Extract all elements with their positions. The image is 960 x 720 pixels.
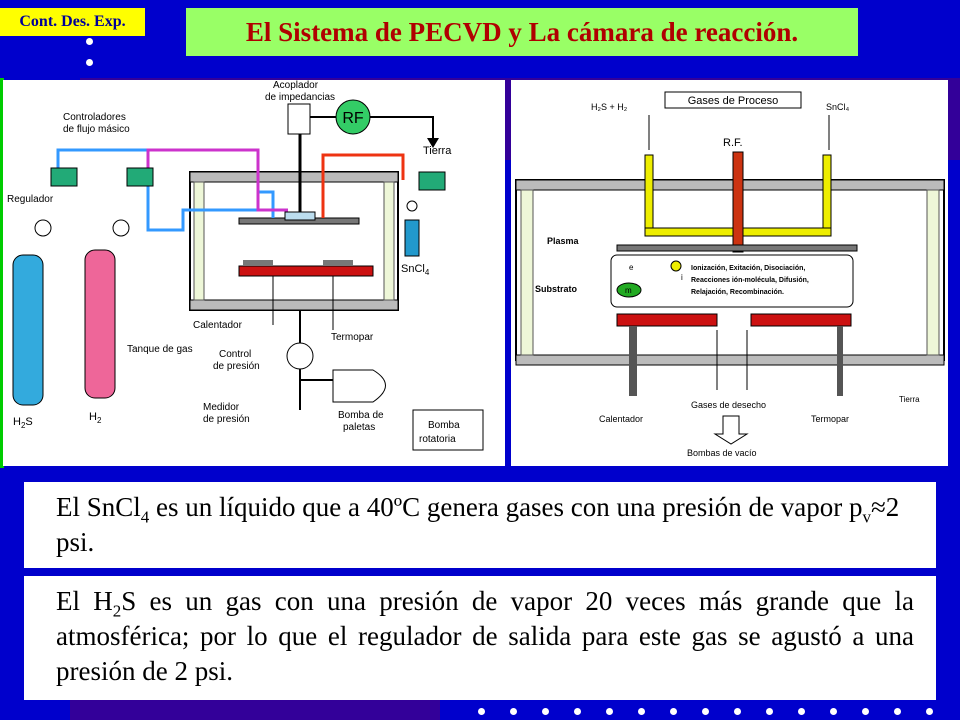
- regulador-label: Regulador: [7, 194, 54, 205]
- bullet-dot: [638, 708, 645, 715]
- paragraph1-text-b: es un líquido que a 40ºC genera gases co…: [149, 492, 863, 522]
- bomba-paletas-label-2: paletas: [343, 422, 375, 433]
- acoplador-label-2: de impedancias: [265, 92, 335, 103]
- tierra-label: Tierra: [423, 145, 452, 157]
- plasma-label: Plasma: [547, 236, 580, 246]
- bullet-dot: [926, 708, 933, 715]
- gases-proceso-label: Gases de Proceso: [688, 95, 779, 107]
- process-line-2: Reacciones ión-molécula, Difusión,: [691, 277, 809, 284]
- calentador-label-right: Calentador: [599, 414, 643, 424]
- calentador-label: Calentador: [193, 320, 243, 331]
- svg-text:H2S: H2S: [13, 416, 33, 430]
- bullet-dot: [510, 708, 517, 715]
- bullet-dot: [830, 708, 837, 715]
- gases-desecho-label: Gases de desecho: [691, 400, 766, 410]
- bullet-dot: [606, 708, 613, 715]
- bullet-dot: [86, 38, 93, 45]
- tanque-label: Tanque de gas: [127, 344, 193, 355]
- bullet-dot: [702, 708, 709, 715]
- termopar-label: Termopar: [331, 332, 374, 343]
- acoplador-label-1: Acoplador: [273, 80, 319, 91]
- ion-label: i: [681, 273, 683, 282]
- bullet-dot: [862, 708, 869, 715]
- tierra-label-right: Tierra: [899, 395, 920, 404]
- paragraph1-sub-v: v: [862, 507, 871, 527]
- gas-in-left-label: H₂S + H₂: [591, 102, 628, 112]
- bullet-dot: [574, 708, 581, 715]
- decorative-strip: [0, 78, 4, 468]
- h2s-subscript: 2: [21, 421, 26, 430]
- h2-label: H: [89, 411, 97, 423]
- reaction-chamber-diagram: H₂S + H₂ Gases de Proceso SnCl₄ R.F. Pla…: [511, 80, 948, 466]
- h2-subscript: 2: [97, 416, 102, 425]
- paragraph-h2s: El H2S es un gas con una presión de vapo…: [24, 576, 936, 700]
- sncl4-subscript: 4: [425, 268, 430, 277]
- medidor-label-1: Medidor: [203, 402, 240, 413]
- svg-text:SnCl4: SnCl4: [401, 263, 430, 277]
- controladores-label-2: de flujo másico: [63, 124, 130, 135]
- process-line-1: Ionización, Exitación, Disociación,: [691, 265, 805, 272]
- bullet-dot: [798, 708, 805, 715]
- process-line-3: Relajación, Recombinación.: [691, 289, 784, 296]
- h2s-tail: S: [25, 416, 32, 428]
- termopar-label-right: Termopar: [811, 414, 849, 424]
- gas-in-right-label: SnCl₄: [826, 102, 850, 112]
- paragraph2-text-a: El H: [56, 586, 113, 616]
- section-tag: Cont. Des. Exp.: [0, 8, 145, 36]
- bomba-rotatoria-label-2: rotatoria: [419, 434, 456, 445]
- electron-label: e: [629, 263, 634, 272]
- bullet-dot: [734, 708, 741, 715]
- paragraph2-text-b: S es un gas con una presión de vapor 20 …: [56, 586, 914, 686]
- h2s-label: H: [13, 416, 21, 428]
- paragraph-sncl4: El SnCl4 es un líquido que a 40ºC genera…: [24, 482, 936, 568]
- bullet-dot: [542, 708, 549, 715]
- bomba-paletas-label-1: Bomba de: [338, 410, 384, 421]
- molecule-label: m: [625, 286, 632, 295]
- controladores-label-1: Controladores: [63, 112, 126, 123]
- bullet-dot: [766, 708, 773, 715]
- slide-title: El Sistema de PECVD y La cámara de reacc…: [186, 8, 858, 56]
- bullet-dot: [86, 59, 93, 66]
- bombas-label: Bombas de vacío: [687, 448, 757, 458]
- substrato-label: Substrato: [535, 284, 578, 294]
- pecvd-system-diagram: RF Controladores de flujo másico Acoplad…: [3, 80, 505, 466]
- medidor-label-2: de presión: [203, 414, 250, 425]
- decorative-bottom-band: [70, 700, 440, 720]
- bullet-dot: [478, 708, 485, 715]
- control-label-2: de presión: [213, 361, 260, 372]
- bullet-dot: [670, 708, 677, 715]
- sncl4-label: SnCl: [401, 263, 425, 275]
- paragraph1-sub-4: 4: [140, 507, 150, 527]
- rf-label: RF: [342, 110, 364, 127]
- bomba-rotatoria-label-1: Bomba: [428, 420, 460, 431]
- bullet-dot: [894, 708, 901, 715]
- paragraph2-sub-2: 2: [112, 601, 122, 621]
- paragraph1-text-a: El SnCl: [56, 492, 141, 522]
- control-label-1: Control: [219, 349, 251, 360]
- rf-label-right: R.F.: [723, 137, 743, 149]
- svg-text:H2: H2: [89, 411, 102, 425]
- paragraph1-text-c: ≈2 psi.: [56, 492, 900, 557]
